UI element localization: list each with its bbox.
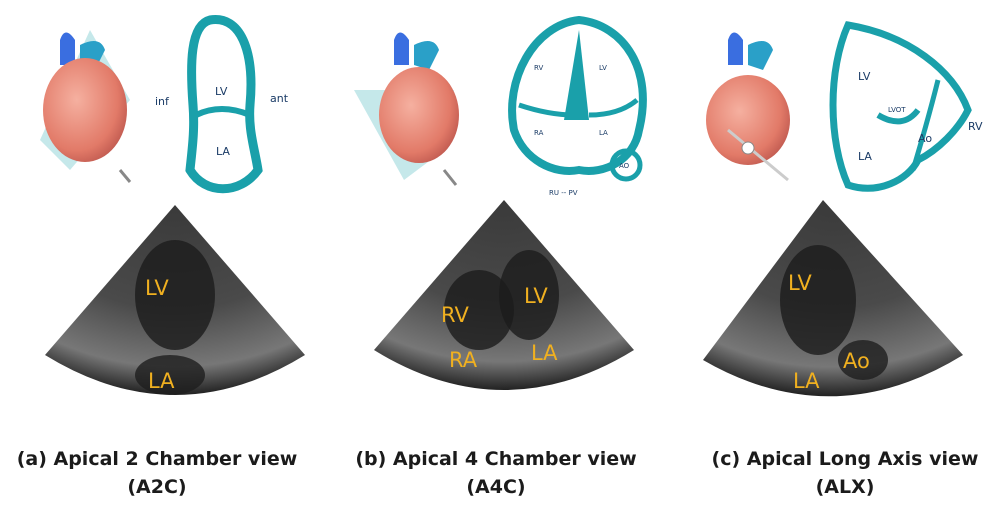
schematic-label-la: LA (216, 145, 230, 158)
caption-line1: (c) Apical Long Axis view (678, 445, 1002, 473)
panel-a2c: inf ant LV LA LV LA (a) Apical 2 Chamber… (0, 0, 334, 507)
schematic-label-rv: RV (534, 64, 543, 72)
echo-label-lv: LV (145, 276, 169, 300)
caption-a2c: (a) Apical 2 Chamber view (A2C) (0, 445, 324, 501)
schematic-label-ru-pv: RU -- PV (549, 189, 578, 197)
schematic-label-ra: RA (534, 129, 544, 137)
schematic-label-ao: Ao (918, 132, 932, 145)
echo-label-ao: Ao (843, 349, 870, 373)
heart-illustration (688, 20, 808, 190)
schematic-label-lv: LV (858, 70, 871, 83)
caption-line1: (b) Apical 4 Chamber view (329, 445, 663, 473)
schematic-label-lvot: LVOT (888, 106, 906, 114)
schematic-label-la: LA (599, 129, 608, 137)
echo-image-a2c: LV LA (40, 205, 310, 415)
schematic-a2c: inf ant LV LA (150, 10, 310, 200)
schematic-a4c: RV LV RA LA AO RU -- PV (494, 10, 664, 200)
caption-line2: (ALX) (678, 473, 1002, 501)
schematic-label-la: LA (858, 150, 872, 163)
echo-label-la: LA (793, 369, 820, 393)
echo-image-a4c: RV LV RA LA (369, 200, 639, 410)
caption-line2: (A4C) (329, 473, 663, 501)
panel-a4c: RV LV RA LA AO RU -- PV RV LV RA LA (b) … (334, 0, 668, 507)
echo-label-rv: RV (441, 303, 469, 327)
caption-line1: (a) Apical 2 Chamber view (0, 445, 324, 473)
schematic-alx: LV LVOT RV Ao LA (818, 10, 988, 200)
caption-alx: (c) Apical Long Axis view (ALX) (678, 445, 1002, 501)
echo-label-lv: LV (524, 284, 548, 308)
echo-label-lv: LV (788, 271, 812, 295)
echo-label-la: LA (531, 341, 558, 365)
echo-label-ra: RA (449, 348, 478, 372)
schematic-label-inf: inf (155, 95, 170, 108)
heart-illustration (30, 20, 140, 190)
schematic-label-lv: LV (215, 85, 228, 98)
echo-image-alx: LV Ao LA (698, 200, 968, 415)
schematic-label-ant: ant (270, 92, 289, 105)
heart-illustration (344, 20, 474, 190)
schematic-label-ao: AO (619, 162, 630, 170)
schematic-label-lv: LV (599, 64, 607, 72)
panel-alx: LV LVOT RV Ao LA LV Ao LA (c) Apical Lon… (668, 0, 1002, 507)
caption-a4c: (b) Apical 4 Chamber view (A4C) (329, 445, 663, 501)
caption-line2: (A2C) (0, 473, 324, 501)
schematic-label-rv: RV (968, 120, 983, 133)
echo-label-la: LA (148, 369, 175, 393)
